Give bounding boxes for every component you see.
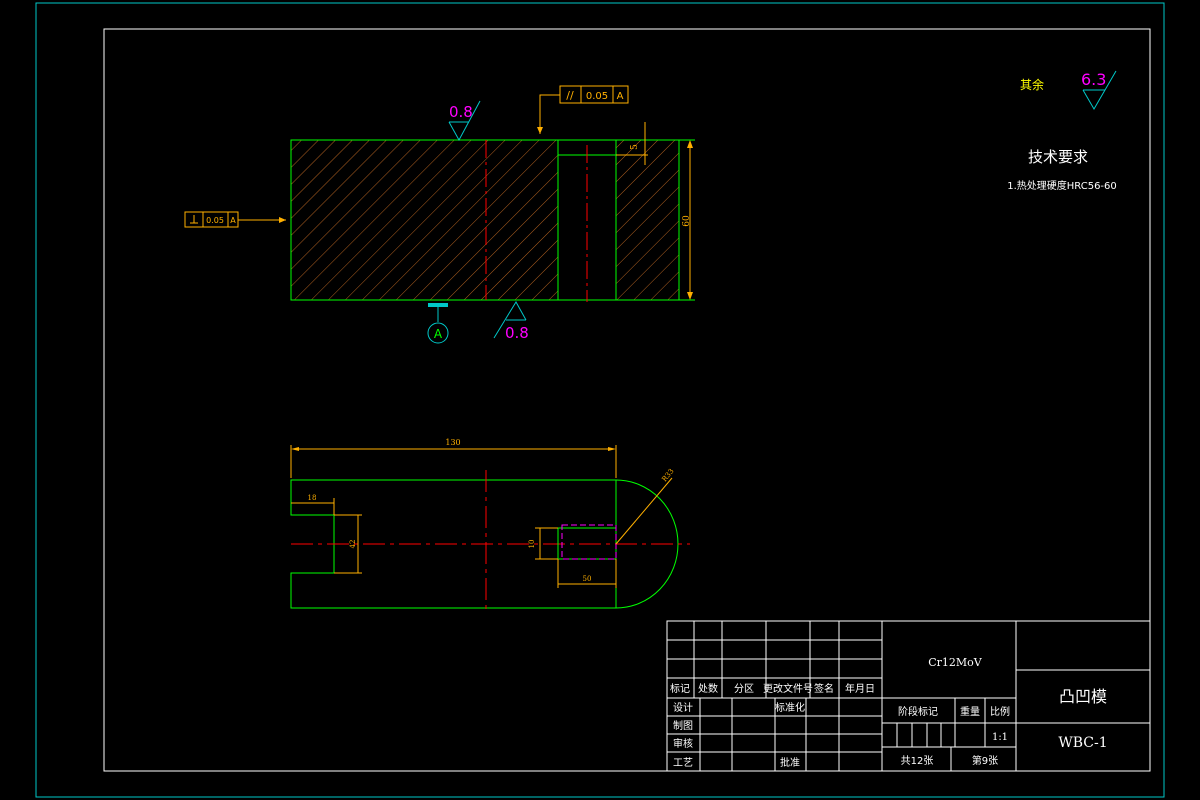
tb-approve: 批准 xyxy=(780,756,800,769)
dim-notch-height: 42 xyxy=(349,540,357,549)
top-view: 130 R33 18 42 10 50 xyxy=(290,438,690,610)
other-roughness-value: 6.3 xyxy=(1081,70,1106,89)
tb-scale-label: 比例 xyxy=(990,705,1010,718)
front-view: 60 5 0.8 0.8 // 0.05 A xyxy=(184,85,695,344)
tb-sheet-number: 第9张 xyxy=(972,754,998,767)
perpendicular-datum: A xyxy=(230,216,236,225)
dim-length: 130 xyxy=(445,438,460,447)
tb-header-date: 年月日 xyxy=(845,682,875,695)
tb-header-sign: 签名 xyxy=(814,682,834,695)
dim-radius: R33 xyxy=(660,467,675,483)
title-block xyxy=(666,620,1151,772)
parallel-symbol: // xyxy=(566,89,574,102)
parallel-tolerance-frame: // 0.05 A xyxy=(537,85,629,134)
dim-slot: 5 xyxy=(630,144,640,150)
datum-a-label: A xyxy=(434,327,443,341)
tb-material: Cr12MoV xyxy=(928,656,983,669)
roughness-bottom-symbol: 0.8 xyxy=(493,301,529,342)
tb-header-change-doc: 更改文件号 xyxy=(763,682,813,695)
tech-requirements-title: 技术要求 xyxy=(1028,148,1088,166)
parallel-value: 0.05 xyxy=(586,91,608,102)
tb-header-count: 处数 xyxy=(698,682,718,695)
tb-stage-mark: 阶段标记 xyxy=(898,705,938,718)
tb-drawing-number: WBC-1 xyxy=(1058,735,1107,751)
inner-frame xyxy=(103,28,1151,772)
parallel-datum: A xyxy=(617,91,624,102)
roughness-top-symbol: 0.8 xyxy=(448,100,481,142)
dim-pocket-width: 50 xyxy=(583,575,592,583)
other-roughness-note: 其余 6.3 xyxy=(1020,70,1117,110)
dim-height: 60 xyxy=(682,215,692,227)
tb-header-mark: 标记 xyxy=(670,683,690,695)
title-block-text: 标记 处数 分区 更改文件号 签名 年月日 设计 标准化 制图 审核 工艺 批准… xyxy=(670,656,1108,769)
roughness-bottom-value: 0.8 xyxy=(505,324,529,342)
tb-process: 工艺 xyxy=(673,757,693,769)
outer-frame xyxy=(35,2,1165,798)
tb-total-sheets: 共12张 xyxy=(901,755,934,767)
tech-requirements-note: 1.热处理硬度HRC56-60 xyxy=(1007,179,1117,192)
dim-pocket-height: 10 xyxy=(528,540,536,549)
tb-weight: 重量 xyxy=(960,705,980,718)
other-roughness-label: 其余 xyxy=(1020,77,1044,92)
tb-header-zone: 分区 xyxy=(734,683,754,695)
datum-a-symbol: A xyxy=(427,303,449,344)
tb-design: 设计 xyxy=(673,701,693,714)
tb-drawing: 制图 xyxy=(673,719,693,732)
perpendicular-value: 0.05 xyxy=(206,216,224,225)
tb-review: 审核 xyxy=(673,737,693,750)
roughness-top-value: 0.8 xyxy=(449,103,473,121)
tb-scale: 1:1 xyxy=(992,732,1008,743)
tb-standard: 标准化 xyxy=(775,701,805,714)
tb-part-name: 凸凹模 xyxy=(1059,687,1107,706)
perpendicular-tolerance-frame: 0.05 A xyxy=(184,211,286,228)
dim-notch-width: 18 xyxy=(308,494,317,502)
